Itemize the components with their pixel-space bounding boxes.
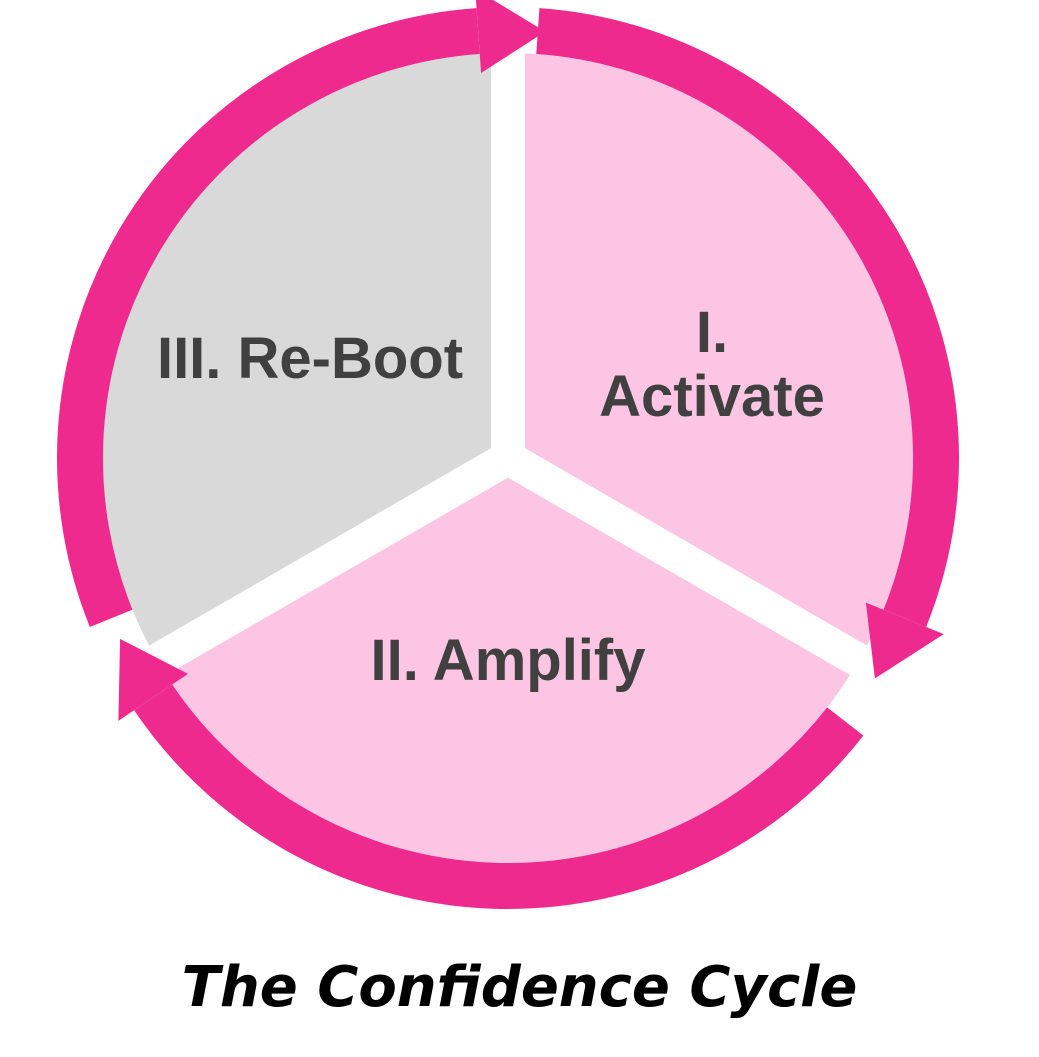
segment-reboot-label: III. Re-Boot [157, 326, 463, 391]
ring-arc [134, 684, 864, 909]
ring-arc [536, 8, 959, 627]
ring-arc [57, 8, 480, 627]
arrowhead-icon [118, 638, 188, 721]
segment-divider [499, 443, 920, 706]
segment-activate-number: I. [696, 300, 728, 365]
arrowhead-icon [865, 602, 944, 679]
ring-arrow-amplify-to-reboot [118, 638, 864, 909]
arrowhead-icon [475, 0, 546, 73]
ring-arrow-activate-to-amplify [536, 8, 959, 679]
diagram-title: The Confidence Cycle [181, 955, 858, 1020]
segment-divider [96, 443, 517, 706]
segment-activate-label: Activate [599, 364, 825, 429]
segment-amplify-label: II. Amplify [371, 628, 646, 693]
ring-arrow-reboot-to-activate [57, 0, 546, 627]
